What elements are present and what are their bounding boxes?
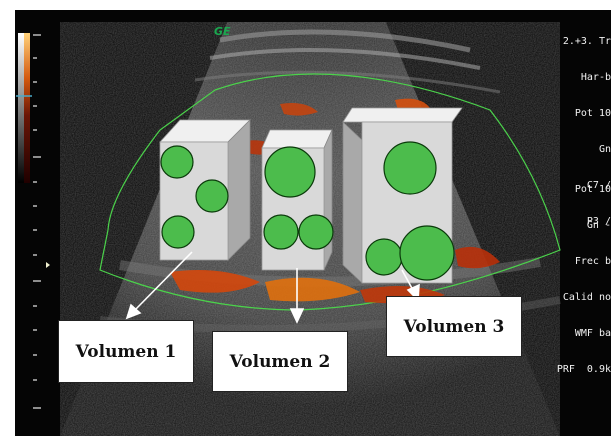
cell-circle <box>161 146 193 178</box>
cell-circle <box>384 142 436 194</box>
volume-label-2: Volumen 2 <box>212 331 348 392</box>
readout-line: Calid no <box>549 292 611 304</box>
readout-line: WMF ba <box>549 328 611 340</box>
volume-label-3: Volumen 3 <box>386 296 522 357</box>
ge-logo: GE <box>214 25 231 38</box>
readout-line: Pot 10 <box>549 184 611 196</box>
readout-line: PRF 0.9k <box>549 364 611 376</box>
readout-line: Har-b <box>543 72 611 84</box>
readout-line: Gn <box>543 144 611 156</box>
cell-circle <box>196 180 228 212</box>
color-scale-bar <box>24 33 30 183</box>
cell-circle <box>264 215 298 249</box>
readout-line: Pot 10 <box>543 108 611 120</box>
volume-box-2 <box>262 130 333 270</box>
volume-label-1: Volumen 1 <box>58 320 194 383</box>
readout-line: 2.+3. Tr <box>543 36 611 48</box>
grayscale-bar <box>18 33 24 183</box>
readout-line: Gn - <box>549 220 611 232</box>
cell-circle <box>265 147 315 197</box>
readout-mid: Pot 10 Gn - Frec b Calid no WMF ba PRF 0… <box>549 160 611 400</box>
cell-circle <box>366 239 402 275</box>
cell-circle <box>299 215 333 249</box>
cell-circle <box>400 226 454 280</box>
readout-line: Frec b <box>549 256 611 268</box>
volume-box-1 <box>160 120 250 260</box>
cell-circle <box>162 216 194 248</box>
